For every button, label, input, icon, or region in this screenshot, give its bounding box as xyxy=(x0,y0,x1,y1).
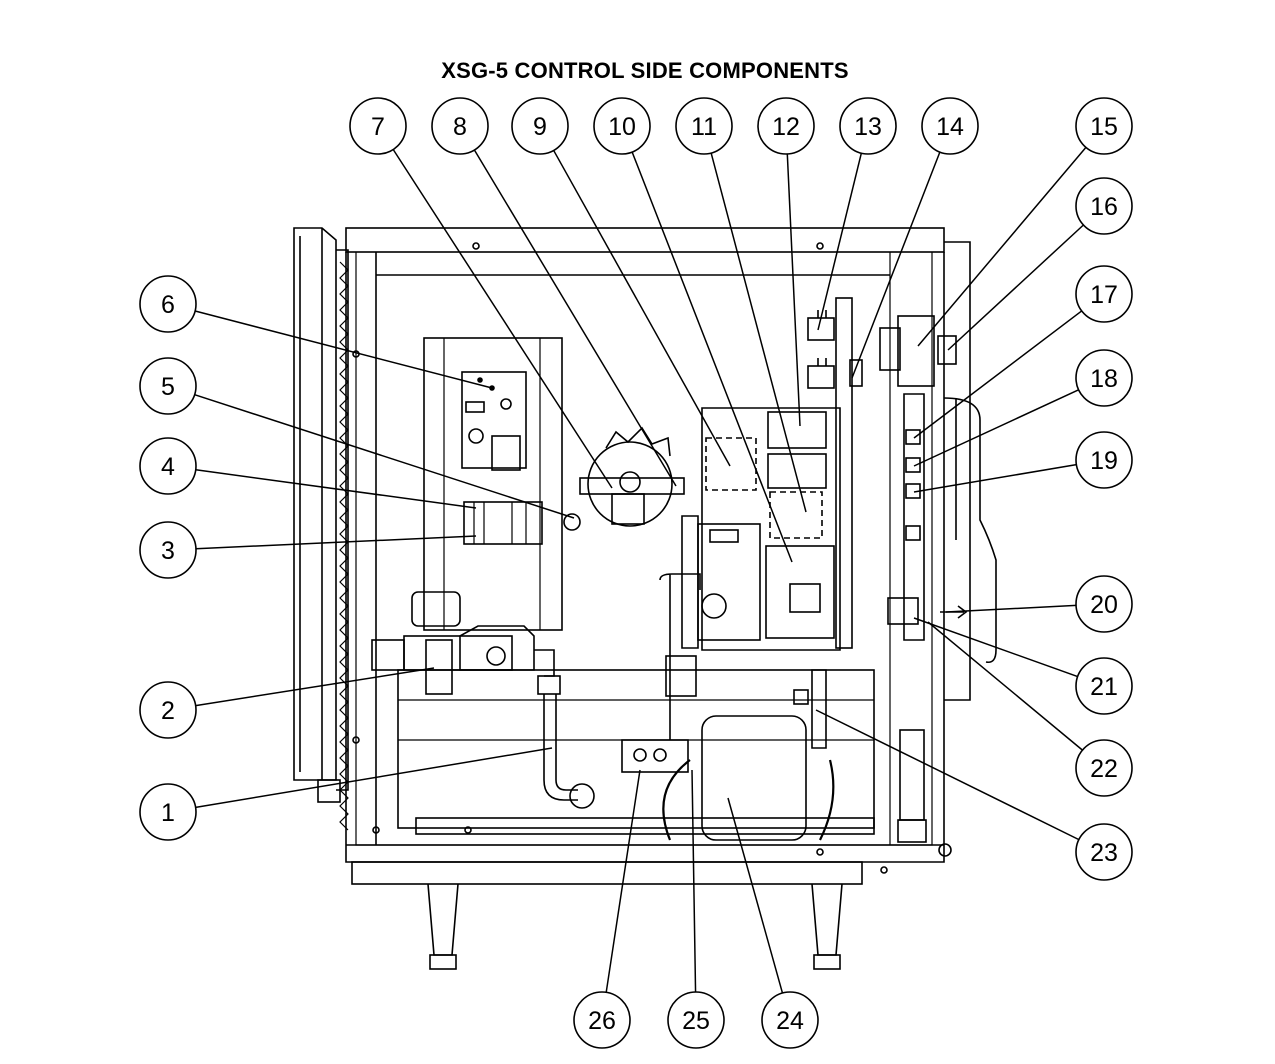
callout-circle-4 xyxy=(139,437,197,495)
leader-line-24 xyxy=(727,797,784,994)
callout-circle-3 xyxy=(139,521,197,579)
callout-circle-20 xyxy=(1075,575,1133,633)
callout-circle-8 xyxy=(431,97,489,155)
callout-circle-25 xyxy=(667,991,725,1049)
leader-line-8 xyxy=(473,149,677,487)
relay-rail xyxy=(807,297,863,649)
callout-label-26: 26 xyxy=(588,1007,616,1035)
leader-line-19 xyxy=(913,463,1077,493)
callout-label-2: 2 xyxy=(161,697,175,725)
leader-line-4 xyxy=(195,469,477,509)
callout-circle-1 xyxy=(139,783,197,841)
callout-label-6: 6 xyxy=(161,291,175,319)
callout-circle-7 xyxy=(349,97,407,155)
callout-label-1: 1 xyxy=(161,799,175,827)
callout-circle-26 xyxy=(573,991,631,1049)
callout-label-13: 13 xyxy=(854,113,882,141)
leader-line-23 xyxy=(815,709,1080,841)
control-panel-board xyxy=(423,337,581,631)
callout-circle-19 xyxy=(1075,431,1133,489)
leader-line-2 xyxy=(195,667,435,707)
callout-label-15: 15 xyxy=(1090,113,1118,141)
callout-label-23: 23 xyxy=(1090,839,1118,867)
callout-circle-24 xyxy=(761,991,819,1049)
callout-label-12: 12 xyxy=(772,113,800,141)
callout-circle-5 xyxy=(139,357,197,415)
callout-label-17: 17 xyxy=(1090,281,1118,309)
leader-line-14 xyxy=(851,151,941,379)
callout-label-16: 16 xyxy=(1090,193,1118,221)
callout-label-7: 7 xyxy=(371,113,385,141)
leader-line-12 xyxy=(786,153,801,427)
callout-label-18: 18 xyxy=(1090,365,1118,393)
callout-label-9: 9 xyxy=(533,113,547,141)
callout-label-5: 5 xyxy=(161,373,175,401)
leader-line-25 xyxy=(691,769,697,993)
callout-label-10: 10 xyxy=(608,113,636,141)
right-side-components xyxy=(879,315,997,843)
callout-circle-14 xyxy=(921,97,979,155)
callout-circle-17 xyxy=(1075,265,1133,323)
leader-line-15 xyxy=(917,146,1087,347)
callout-circle-2 xyxy=(139,681,197,739)
callout-label-20: 20 xyxy=(1090,591,1118,619)
callout-circle-16 xyxy=(1075,177,1133,235)
leader-line-22 xyxy=(927,621,1083,751)
leader-line-16 xyxy=(947,224,1084,351)
callout-label-8: 8 xyxy=(453,113,467,141)
leader-line-1 xyxy=(195,747,553,809)
leader-line-6 xyxy=(194,310,493,389)
callout-circle-22 xyxy=(1075,739,1133,797)
callout-circle-23 xyxy=(1075,823,1133,881)
callout-circle-9 xyxy=(511,97,569,155)
callout-circle-10 xyxy=(593,97,651,155)
leader-line-21 xyxy=(913,617,1078,678)
leader-line-5 xyxy=(194,393,575,519)
callout-label-24: 24 xyxy=(776,1007,804,1035)
leader-line-13 xyxy=(817,153,863,331)
leader-line-26 xyxy=(605,769,641,993)
callout-circle-6 xyxy=(139,275,197,333)
callout-circle-21 xyxy=(1075,657,1133,715)
electronics-panel xyxy=(659,407,841,740)
leader-line-18 xyxy=(913,389,1079,467)
callout-label-19: 19 xyxy=(1090,447,1118,475)
cabinet-frame xyxy=(345,227,971,970)
leader-line-3 xyxy=(195,535,477,550)
callout-circle-12 xyxy=(757,97,815,155)
callout-label-14: 14 xyxy=(936,113,964,141)
lower-tank-system xyxy=(397,669,875,841)
leader-line-20 xyxy=(945,604,1077,613)
callout-label-4: 4 xyxy=(161,453,175,481)
door-panel xyxy=(293,227,349,831)
callout-circle-13 xyxy=(839,97,897,155)
leader-line-11 xyxy=(710,152,807,513)
leader-line-10 xyxy=(631,151,793,563)
leader-line-7 xyxy=(392,149,613,489)
leader-line-9 xyxy=(553,150,731,467)
callout-circle-11 xyxy=(675,97,733,155)
callout-circle-18 xyxy=(1075,349,1133,407)
callout-label-25: 25 xyxy=(682,1007,710,1035)
callout-label-22: 22 xyxy=(1090,755,1118,783)
callout-label-3: 3 xyxy=(161,537,175,565)
leader-line-17 xyxy=(913,310,1083,439)
diagram-title: XSG-5 CONTROL SIDE COMPONENTS xyxy=(441,58,849,83)
callout-circle-15 xyxy=(1075,97,1133,155)
callout-label-11: 11 xyxy=(691,113,717,141)
callout-label-21: 21 xyxy=(1090,673,1118,701)
